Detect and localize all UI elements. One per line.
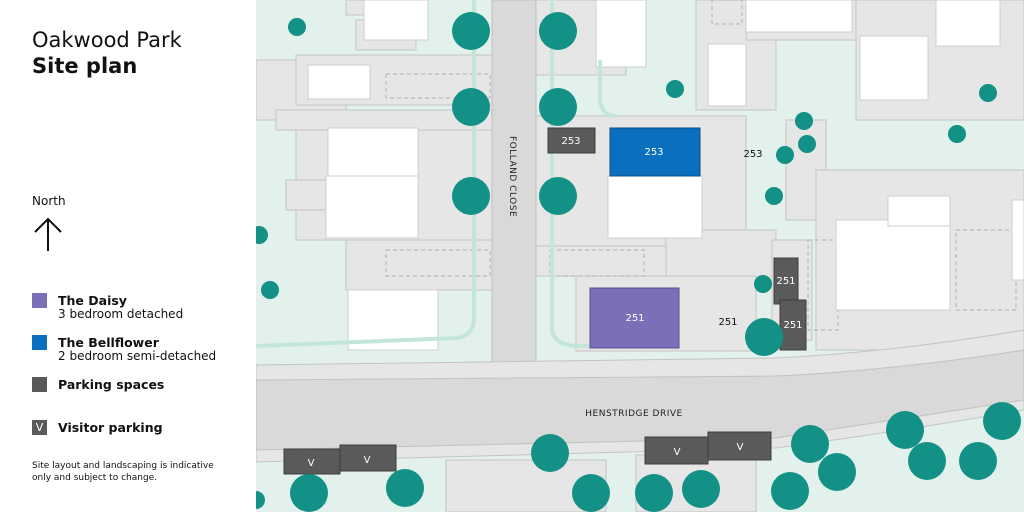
- tree-icon: [886, 411, 924, 449]
- visitor-bay[interactable]: [644, 436, 709, 465]
- tree-icon: [666, 80, 684, 98]
- tree-icon: [818, 453, 856, 491]
- trees: [256, 12, 1021, 512]
- tree-icon: [539, 88, 577, 126]
- footpaths: [256, 0, 617, 348]
- tree-icon: [452, 12, 490, 50]
- tree-icon: [290, 474, 328, 512]
- parking-swatch: [32, 377, 47, 392]
- visitor-bay[interactable]: [707, 431, 772, 461]
- north-arrow-icon: [32, 216, 64, 256]
- tree-icon: [765, 187, 783, 205]
- tree-icon: [682, 470, 720, 508]
- plot-251-parking-a-label: 251: [776, 276, 795, 287]
- road-label-henstridge-drive: HENSTRIDGE DRIVE: [585, 409, 682, 419]
- visitor-parking-west: V V: [283, 444, 397, 475]
- disclaimer-note: Site layout and landscaping is indicativ…: [32, 461, 214, 483]
- tree-icon: [261, 281, 279, 299]
- plot-253-parking-label: 253: [561, 136, 580, 147]
- tree-icon: [791, 425, 829, 463]
- tree-icon: [452, 88, 490, 126]
- tree-icon: [983, 402, 1021, 440]
- plot-251-parking-a[interactable]: [773, 257, 799, 305]
- plot-251-parking-b[interactable]: [779, 299, 807, 351]
- legend-label: The Daisy: [58, 293, 127, 308]
- tree-icon: [256, 491, 265, 509]
- north-label: North: [32, 194, 66, 208]
- tree-icon: [288, 18, 306, 36]
- plot-251-garden-label: 251: [718, 317, 737, 328]
- page-title: Site plan: [32, 54, 138, 78]
- tree-icon: [572, 474, 610, 512]
- development-name: Oakwood Park: [32, 28, 182, 52]
- daisy-swatch: [32, 293, 47, 308]
- pavement-south: [256, 399, 1024, 463]
- tree-icon: [776, 146, 794, 164]
- tree-icon: [539, 177, 577, 215]
- plot-251-parking-b-label: 251: [783, 320, 802, 331]
- plot-253-parking[interactable]: [547, 127, 596, 154]
- road-label-folland-close: FOLLAND CLOSE: [507, 136, 517, 217]
- plot-253-label: 253: [644, 147, 663, 158]
- legend-label: Parking spaces: [58, 377, 165, 392]
- tree-icon: [771, 472, 809, 510]
- visitor-bay[interactable]: [283, 448, 341, 475]
- tree-icon: [386, 469, 424, 507]
- plot-251-label: 251: [625, 313, 644, 324]
- bellflower-swatch: [32, 335, 47, 350]
- tree-icon: [798, 135, 816, 153]
- pavement-north: [256, 329, 1024, 381]
- tree-icon: [256, 226, 268, 244]
- map-canvas: FOLLAND CLOSE HENSTRIDGE DRIVE 253 253 2…: [256, 0, 1024, 512]
- legend-panel: Oakwood Park Site plan North The Daisy 3…: [0, 0, 256, 512]
- tree-icon: [754, 275, 772, 293]
- tree-icon: [979, 84, 997, 102]
- plot-253-garden-label: 253: [743, 149, 762, 160]
- visitor-bay-label: V: [364, 455, 371, 466]
- tree-icon: [452, 177, 490, 215]
- visitor-bay-label: V: [674, 447, 681, 458]
- plot-251-daisy[interactable]: [589, 287, 680, 349]
- legend-sublabel: 3 bedroom detached: [58, 307, 184, 321]
- tree-icon: [745, 318, 783, 356]
- legend-label: Visitor parking: [58, 420, 163, 435]
- visitor-parking-swatch: V: [32, 420, 47, 435]
- tree-icon: [959, 442, 997, 480]
- tree-icon: [635, 474, 673, 512]
- folland-close-road: [491, 0, 537, 377]
- site-plan-map: FOLLAND CLOSE HENSTRIDGE DRIVE 253 253 2…: [256, 0, 1024, 512]
- tree-icon: [795, 112, 813, 130]
- legend-label: The Bellflower: [58, 335, 159, 350]
- visitor-parking-east: V V: [644, 431, 772, 465]
- legend-sublabel: 2 bedroom semi-detached: [58, 349, 217, 363]
- visitor-bay-label: V: [308, 458, 315, 469]
- visitor-bay[interactable]: [339, 444, 397, 472]
- tree-icon: [948, 125, 966, 143]
- tree-icon: [908, 442, 946, 480]
- tree-icon: [539, 12, 577, 50]
- plot-253-bellflower[interactable]: [609, 127, 701, 177]
- tree-icon: [531, 434, 569, 472]
- visitor-bay-label: V: [737, 442, 744, 453]
